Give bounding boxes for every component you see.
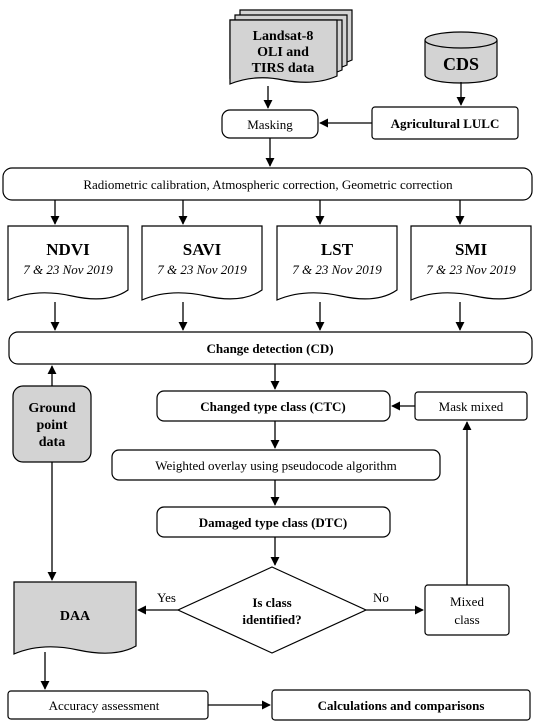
savi-label: SAVI — [183, 240, 222, 259]
landsat-label-line2: OLI and — [257, 45, 309, 60]
preprocessing-node: Radiometric calibration, Atmospheric cor… — [2, 167, 533, 201]
ground-point-line2: point — [36, 418, 67, 433]
weighted-overlay-node: Weighted overlay using pseudocode algori… — [111, 449, 441, 481]
accuracy-node: Accuracy assessment — [7, 690, 209, 720]
ndvi-node: NDVI 7 & 23 Nov 2019 — [7, 225, 129, 301]
mixed-class-line1: Mixed — [450, 594, 484, 609]
ground-point-node: Ground point data — [12, 385, 92, 463]
change-detection-label: Change detection (CD) — [206, 341, 333, 356]
smi-label: SMI — [455, 240, 488, 259]
dtc-node: Damaged type class (DTC) — [156, 506, 391, 538]
agricultural-lulc-label: Agricultural LULC — [391, 116, 500, 131]
change-detection-node: Change detection (CD) — [8, 331, 533, 365]
cds-label: CDS — [443, 54, 479, 74]
no-label: No — [373, 590, 389, 605]
connectors — [40, 82, 472, 710]
savi-date: 7 & 23 Nov 2019 — [157, 262, 247, 277]
agricultural-lulc-node: Agricultural LULC — [371, 106, 519, 140]
smi-node: SMI 7 & 23 Nov 2019 — [410, 225, 532, 301]
masking-node: Masking — [221, 109, 319, 139]
decision-line1: Is class — [252, 595, 291, 610]
accuracy-label: Accuracy assessment — [49, 698, 160, 713]
calculations-label: Calculations and comparisons — [318, 698, 485, 713]
daa-label: DAA — [60, 609, 91, 624]
ndvi-label: NDVI — [46, 240, 90, 259]
calculations-node: Calculations and comparisons — [271, 689, 531, 721]
ctc-label: Changed type class (CTC) — [200, 399, 346, 414]
savi-node: SAVI 7 & 23 Nov 2019 — [141, 225, 263, 301]
ndvi-date: 7 & 23 Nov 2019 — [23, 262, 113, 277]
weighted-overlay-label: Weighted overlay using pseudocode algori… — [155, 458, 397, 473]
masking-label: Masking — [247, 117, 293, 132]
smi-date: 7 & 23 Nov 2019 — [426, 262, 516, 277]
landsat-label-line3: TIRS data — [252, 61, 315, 76]
daa-node: DAA — [13, 581, 137, 655]
decision-line2: identified? — [242, 612, 301, 627]
preprocessing-label: Radiometric calibration, Atmospheric cor… — [83, 177, 453, 192]
lst-date: 7 & 23 Nov 2019 — [292, 262, 382, 277]
ground-point-line3: data — [39, 435, 65, 450]
mixed-class-node: Mixed class — [424, 584, 510, 636]
landsat-data-node: Landsat-8 OLI and TIRS data — [229, 9, 353, 85]
cds-database-node: CDS — [424, 31, 498, 84]
landsat-label-line1: Landsat-8 — [253, 29, 314, 44]
ground-point-line1: Ground — [28, 401, 75, 416]
mixed-class-line2: class — [454, 612, 479, 627]
lst-label: LST — [321, 240, 354, 259]
yes-label: Yes — [157, 590, 176, 605]
mask-mixed-node: Mask mixed — [414, 391, 528, 421]
mask-mixed-label: Mask mixed — [439, 399, 504, 414]
dtc-label: Damaged type class (DTC) — [199, 515, 347, 530]
lst-node: LST 7 & 23 Nov 2019 — [276, 225, 398, 301]
decision-node: Is class identified? — [176, 566, 368, 654]
ctc-node: Changed type class (CTC) — [156, 390, 391, 422]
